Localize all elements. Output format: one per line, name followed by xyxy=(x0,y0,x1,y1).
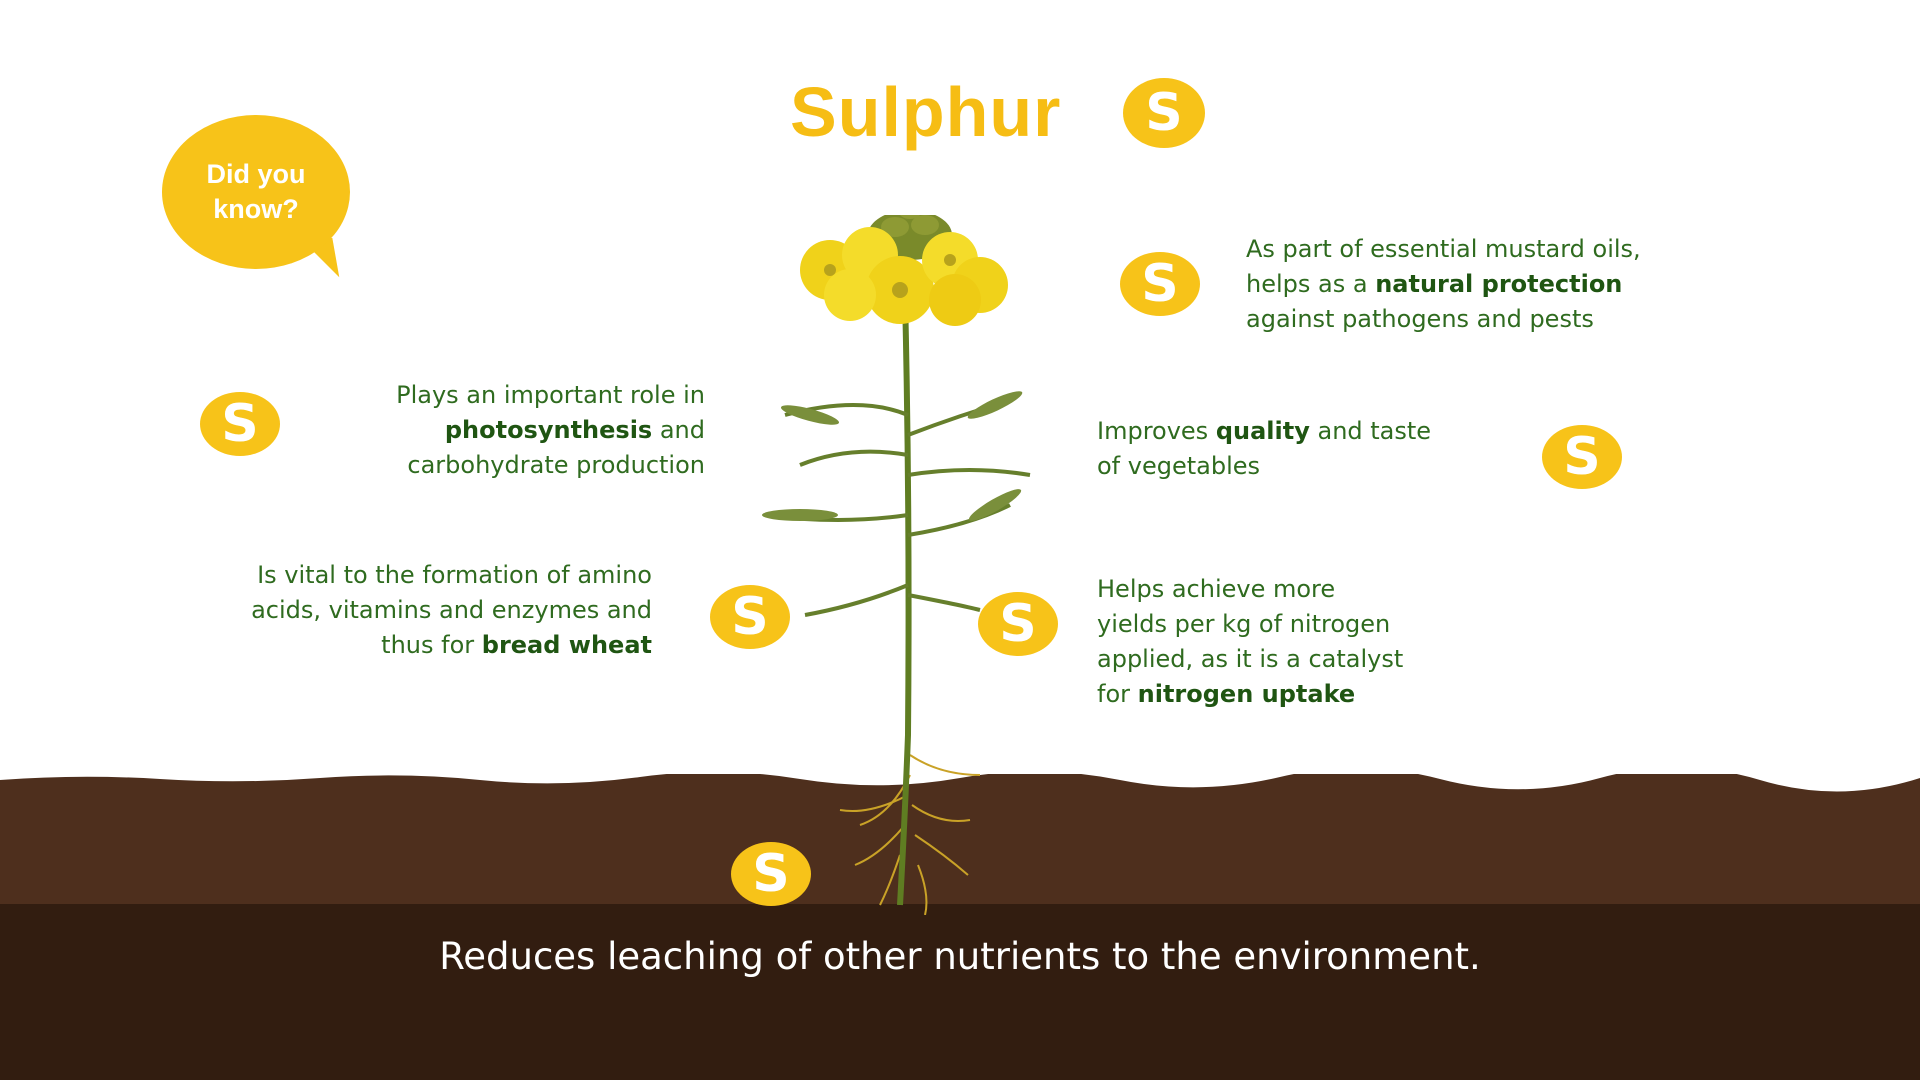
fact-amino-acids: Is vital to the formation of amino acids… xyxy=(251,561,652,659)
mustard-plant-illustration xyxy=(762,215,1031,915)
sulphur-icon-soil: S xyxy=(731,842,811,906)
title-sulphur-icon: S xyxy=(1123,78,1205,148)
fact-photosynthesis: Plays an important role in photosynthesi… xyxy=(396,381,705,479)
leaching-statement: Reduces leaching of other nutrients to t… xyxy=(439,935,1481,978)
sulphur-icon-quality: S xyxy=(1542,425,1622,489)
fact-quality: Improves quality and taste of vegetables xyxy=(1097,417,1432,480)
soil xyxy=(0,774,1920,1080)
sulphur-icon-amino: S xyxy=(710,585,790,649)
page-title: Sulphur xyxy=(790,73,1062,151)
sulphur-icon-mustard: S xyxy=(1120,252,1200,316)
did-you-know-bubble: Did you know? xyxy=(162,115,350,269)
fact-mustard-oils: As part of essential mustard oils, helps… xyxy=(1246,235,1641,333)
sulphur-icon-nitrogen: S xyxy=(978,592,1058,656)
sulphur-icon-photosynthesis: S xyxy=(200,392,280,456)
fact-nitrogen: Helps achieve more yields per kg of nitr… xyxy=(1097,575,1404,708)
did-you-know-text: Did you know? xyxy=(206,158,306,224)
